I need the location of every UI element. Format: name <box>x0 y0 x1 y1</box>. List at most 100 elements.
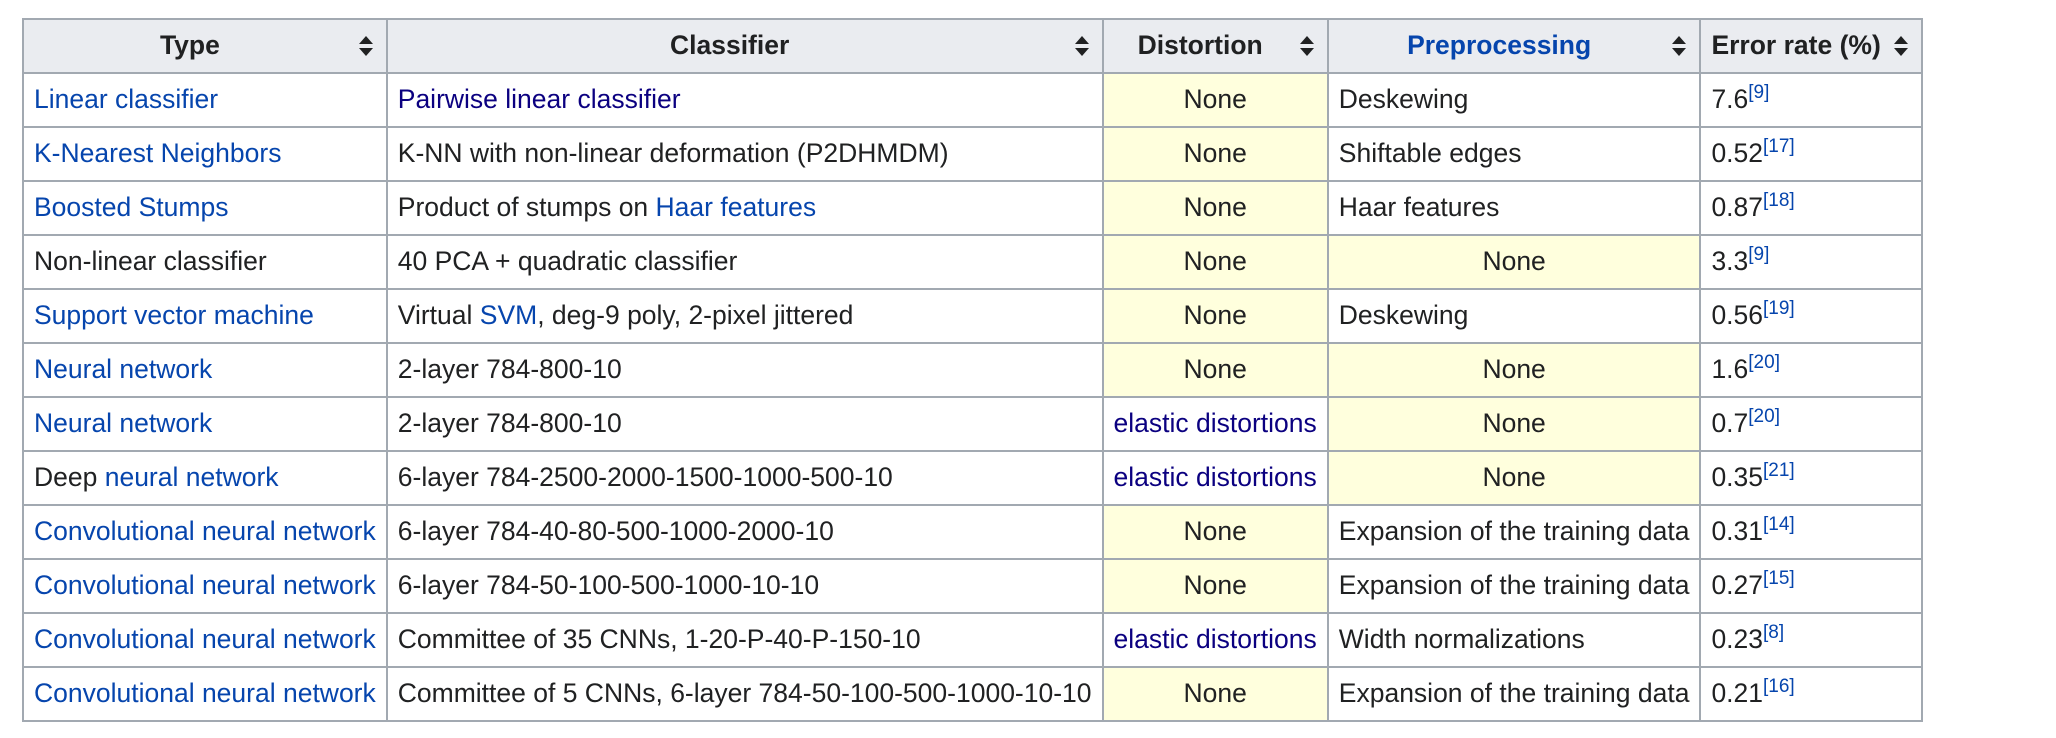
cell-link[interactable]: Support vector machine <box>34 300 314 331</box>
sort-arrows-icon[interactable] <box>1299 35 1315 57</box>
preprocessing-text: Expansion of the training data <box>1338 570 1690 601</box>
citation-link[interactable]: [15] <box>1763 568 1795 590</box>
cell-preprocessing: None <box>1326 234 1702 290</box>
cell-classifier: Committee of 35 CNNs, 1-20-P-40-P-150-10 <box>385 612 1104 668</box>
error-rate-value: 0.35 <box>1711 462 1764 493</box>
cell-preprocessing: None <box>1326 342 1702 398</box>
cell-link[interactable]: Pairwise linear classifier <box>397 84 681 115</box>
distortion-text: None <box>1183 84 1247 115</box>
cell-link[interactable]: Haar features <box>655 192 817 223</box>
cell-error-rate: 0.21[16] <box>1699 666 1923 722</box>
cell-link[interactable]: Boosted Stumps <box>34 192 229 223</box>
cell-classifier: Committee of 5 CNNs, 6-layer 784-50-100-… <box>385 666 1104 722</box>
citation-link[interactable]: [14] <box>1763 514 1795 536</box>
cell-type: Non-linear classifier <box>22 234 388 290</box>
distortion-text: None <box>1183 192 1247 223</box>
preprocessing-text: None <box>1482 408 1546 439</box>
error-rate-value: 0.31 <box>1711 516 1764 547</box>
table-row: Neural network 2-layer 784-800-10 elastic … <box>22 396 1923 452</box>
citation-link[interactable]: [8] <box>1763 622 1785 644</box>
citation-link[interactable]: [19] <box>1763 298 1795 320</box>
cell-error-rate: 0.27[15] <box>1699 558 1923 614</box>
cell-distortion: elastic distortions <box>1101 450 1329 506</box>
cell-type: Deep neural network <box>22 450 388 506</box>
table-row: Linear classifier Pairwise linear classif… <box>22 72 1923 128</box>
citation-link[interactable]: [17] <box>1763 136 1795 158</box>
column-header-distortion[interactable]: Distortion <box>1101 18 1329 74</box>
table-row: Convolutional neural network 6-layer 784-… <box>22 558 1923 614</box>
citation-link[interactable]: [20] <box>1748 352 1780 374</box>
error-rate-value: 0.52 <box>1711 138 1764 169</box>
column-header-label: Type <box>159 30 220 61</box>
preprocessing-text: Expansion of the training data <box>1338 678 1690 709</box>
cell-link[interactable]: Convolutional neural network <box>34 570 376 601</box>
cell-distortion: None <box>1101 342 1329 398</box>
cell-link[interactable]: neural network <box>104 462 279 493</box>
cell-distortion: elastic distortions <box>1101 612 1329 668</box>
table-body: Linear classifier Pairwise linear classif… <box>22 72 1923 722</box>
cell-link[interactable]: Convolutional neural network <box>34 516 376 547</box>
cell-type: Support vector machine <box>22 288 388 344</box>
cell-link[interactable]: Linear classifier <box>34 84 219 115</box>
cell-preprocessing: Deskewing <box>1326 288 1702 344</box>
citation-link[interactable]: [16] <box>1763 676 1795 698</box>
cell-preprocessing: Haar features <box>1326 180 1702 236</box>
citation-link[interactable]: [9] <box>1748 244 1770 266</box>
distortion-text: None <box>1183 678 1247 709</box>
cell-distortion: None <box>1101 234 1329 290</box>
distortion-link[interactable]: elastic distortions <box>1113 624 1317 655</box>
distortion-text: None <box>1183 354 1247 385</box>
distortion-link[interactable]: elastic distortions <box>1113 462 1317 493</box>
table-row: Convolutional neural network Committee of… <box>22 666 1923 722</box>
error-rate-value: 0.21 <box>1711 678 1764 709</box>
error-rate-value: 1.6 <box>1711 354 1749 385</box>
distortion-link[interactable]: elastic distortions <box>1113 408 1317 439</box>
cell-link[interactable]: SVM <box>479 300 538 331</box>
cell-link[interactable]: Neural network <box>34 354 213 385</box>
distortion-text: None <box>1183 246 1247 277</box>
column-header-classifier[interactable]: Classifier <box>385 18 1104 74</box>
sort-arrows-icon[interactable] <box>1671 35 1687 57</box>
cell-preprocessing: Width normalizations <box>1326 612 1702 668</box>
cell-error-rate: 0.7[20] <box>1699 396 1923 452</box>
cell-text: , deg-9 poly, 2-pixel jittered <box>537 300 854 331</box>
column-header-preprocessing[interactable]: Preprocessing <box>1326 18 1702 74</box>
cell-error-rate: 0.31[14] <box>1699 504 1923 560</box>
cell-classifier: 6-layer 784-50-100-500-1000-10-10 <box>385 558 1104 614</box>
error-rate-value: 0.23 <box>1711 624 1764 655</box>
cell-distortion: None <box>1101 504 1329 560</box>
cell-classifier: Virtual SVM, deg-9 poly, 2-pixel jittere… <box>385 288 1104 344</box>
column-header-error-rate[interactable]: Error rate (%) <box>1699 18 1923 74</box>
citation-link[interactable]: [9] <box>1748 82 1770 104</box>
table-row: Convolutional neural network 6-layer 784-… <box>22 504 1923 560</box>
column-header-label[interactable]: Preprocessing <box>1407 30 1592 61</box>
error-rate-value: 0.27 <box>1711 570 1764 601</box>
cell-link[interactable]: Neural network <box>34 408 213 439</box>
cell-link[interactable]: K-Nearest Neighbors <box>34 138 282 169</box>
sort-arrows-icon[interactable] <box>1074 35 1090 57</box>
preprocessing-text: Deskewing <box>1338 84 1469 115</box>
distortion-text: None <box>1183 138 1247 169</box>
cell-link[interactable]: Convolutional neural network <box>34 624 376 655</box>
citation-link[interactable]: [20] <box>1748 406 1780 428</box>
cell-error-rate: 0.23[8] <box>1699 612 1923 668</box>
cell-classifier: 2-layer 784-800-10 <box>385 396 1104 452</box>
sort-arrows-icon[interactable] <box>358 35 374 57</box>
citation-link[interactable]: [21] <box>1763 460 1795 482</box>
sort-arrows-icon[interactable] <box>1893 35 1909 57</box>
cell-error-rate: 0.87[18] <box>1699 180 1923 236</box>
cell-classifier: 2-layer 784-800-10 <box>385 342 1104 398</box>
preprocessing-text: Expansion of the training data <box>1338 516 1690 547</box>
cell-preprocessing: Deskewing <box>1326 72 1702 128</box>
table-row: Neural network 2-layer 784-800-10 None None… <box>22 342 1923 398</box>
cell-text: Non-linear classifier <box>34 246 267 277</box>
citation-link[interactable]: [18] <box>1763 190 1795 212</box>
cell-type: K-Nearest Neighbors <box>22 126 388 182</box>
cell-distortion: None <box>1101 666 1329 722</box>
cell-distortion: None <box>1101 180 1329 236</box>
cell-classifier: 6-layer 784-40-80-500-1000-2000-10 <box>385 504 1104 560</box>
column-header-type[interactable]: Type <box>22 18 388 74</box>
cell-link[interactable]: Convolutional neural network <box>34 678 376 709</box>
